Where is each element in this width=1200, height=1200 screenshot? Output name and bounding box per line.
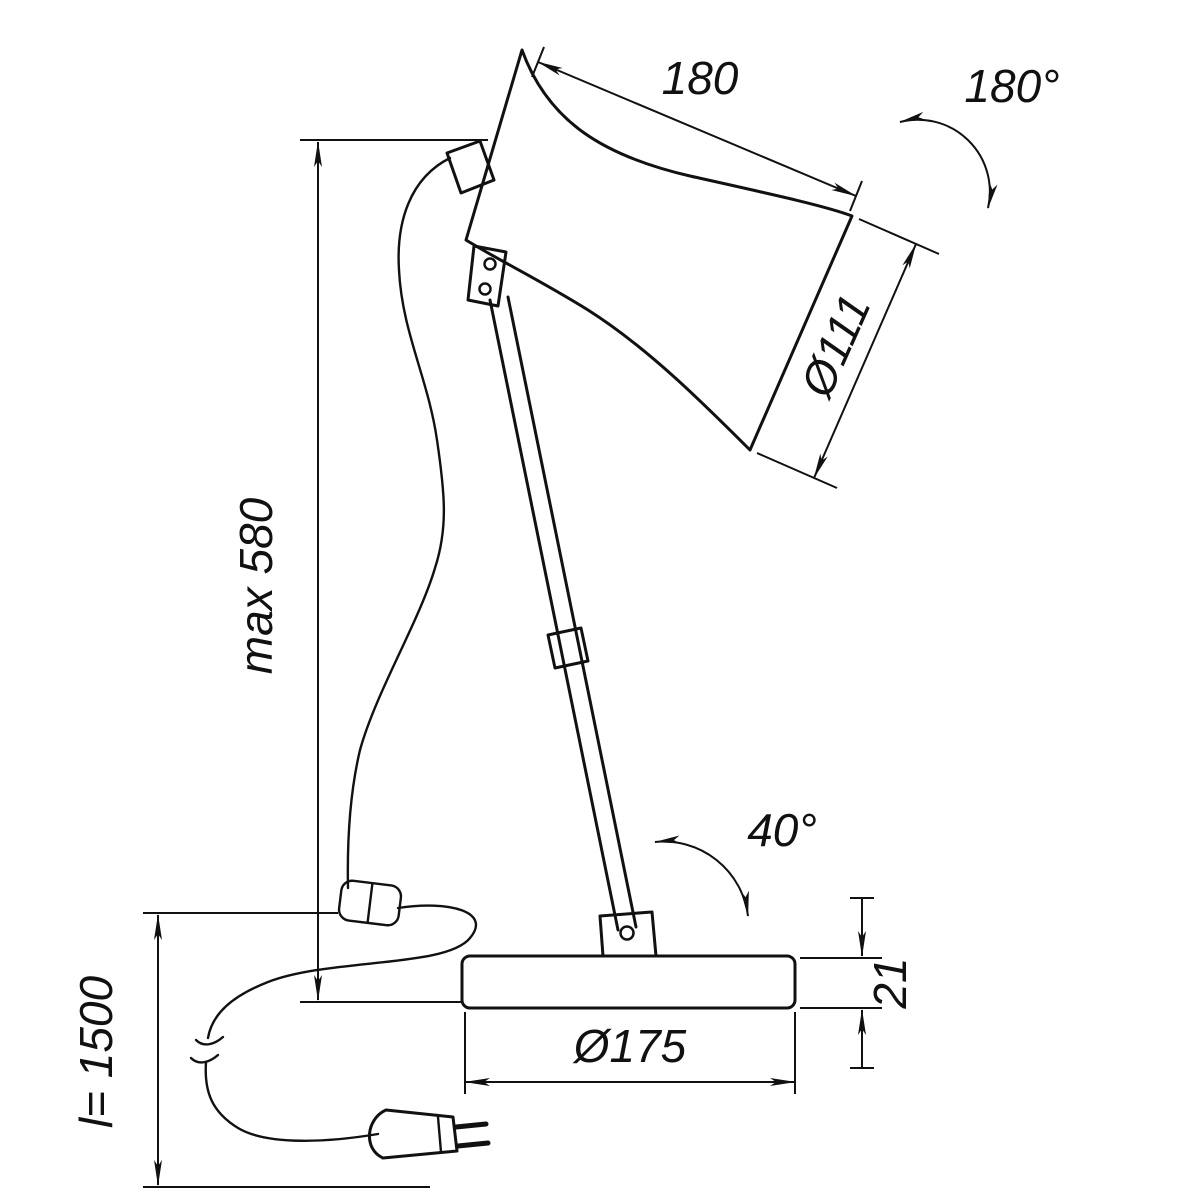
plug-pin-top [453, 1121, 489, 1130]
hinge-screw-top [483, 257, 497, 271]
switch-divider [366, 881, 374, 925]
dim-shade-diameter-ext-top [858, 218, 940, 255]
base-thickness-label: 21 [864, 957, 916, 1009]
dim-shade-diameter-ext-bottom [756, 452, 838, 489]
dim-shade-rotation: 180° [899, 60, 1060, 209]
power-plug-body [367, 1108, 459, 1160]
arm-right-edge [506, 295, 638, 929]
lamp-socket-neck [445, 139, 496, 195]
power-cable-upper [346, 156, 452, 890]
lamp-base [460, 954, 797, 1010]
shade-rotation-label: 180° [964, 60, 1059, 112]
dim-shade-length-line [537, 61, 857, 197]
dim-shade-length: 180 [531, 46, 863, 212]
cable-break-upper [194, 1035, 225, 1046]
lamp-drawing [189, 48, 854, 1160]
max-height-label: max 580 [230, 497, 282, 674]
dim-arm-tilt: 40° [654, 804, 817, 917]
arm-left-edge [488, 298, 620, 932]
power-cable-middle [206, 904, 478, 1040]
shade-hinge-bracket [466, 244, 508, 308]
arm-collar [546, 626, 590, 670]
dim-cable-length: l= 1500 [70, 912, 430, 1188]
dim-base-diameter: Ø175 [464, 1012, 796, 1094]
plug-flange [436, 1115, 443, 1154]
arm-tilt-arc [654, 835, 749, 917]
shade-diameter-label: Ø111 [789, 287, 880, 407]
cable-length-label: l= 1500 [70, 975, 122, 1128]
cable-break-lower [189, 1053, 220, 1064]
dim-max-height: max 580 [230, 139, 488, 1003]
shade-rotation-arc [899, 111, 998, 209]
base-bracket-screw [619, 925, 635, 941]
shade-length-label: 180 [662, 52, 739, 104]
power-cable-lower [204, 1060, 380, 1142]
base-diameter-label: Ø175 [572, 1020, 687, 1072]
dim-shade-diameter: Ø111 [756, 218, 940, 489]
dim-base-thickness: 21 [800, 897, 916, 1069]
arm-tilt-label: 40° [747, 804, 817, 856]
plug-pin-bottom [455, 1140, 491, 1149]
hinge-screw-bottom [478, 282, 492, 296]
dim-shade-diameter-line [813, 243, 917, 479]
lamp-shade [464, 48, 854, 452]
